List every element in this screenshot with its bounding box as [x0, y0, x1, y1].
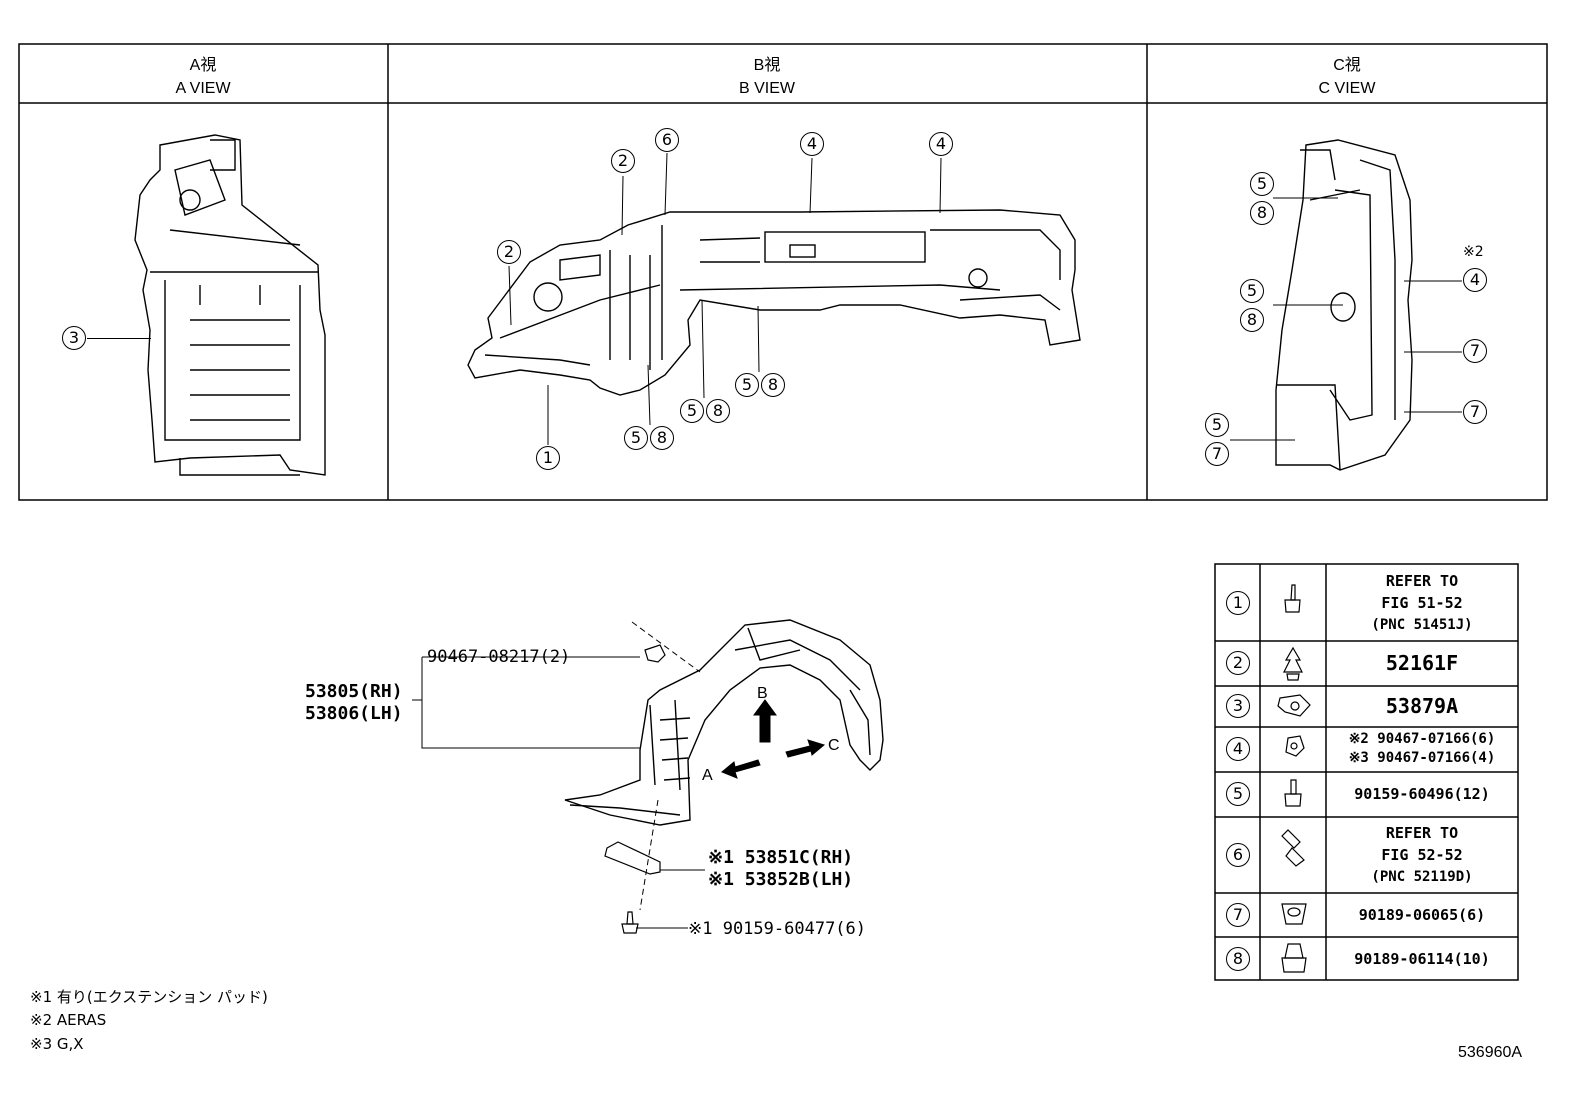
arrow-c-icon [785, 739, 826, 758]
callout-b-5-mid: 5 [680, 399, 704, 423]
grommet-icon [1281, 903, 1307, 925]
table-row-6-line-1: REFER TO [1385, 824, 1459, 842]
table-row-6-line-2: FIG 52-52 [1381, 846, 1463, 864]
table-row-1-line-3: (PNC 51451J) [1371, 617, 1473, 633]
table-row-6-line-3: (PNC 52119D) [1371, 869, 1473, 885]
table-row-2-desc: 52161F [1385, 651, 1459, 675]
bolt-icon [1284, 584, 1301, 613]
callout-c-7-lower: 7 [1463, 400, 1487, 424]
figure-id: 536960A [1458, 1044, 1522, 1061]
main-fender-liner-drawing [564, 619, 884, 826]
callout-c-5-mid: 5 [1240, 279, 1264, 303]
arrow-a-icon [721, 759, 761, 779]
callout-c-5-top: 5 [1250, 172, 1274, 196]
parts-table-grid [1214, 563, 1519, 981]
table-num-1: 1 [1226, 591, 1250, 615]
table-num-4: 4 [1226, 737, 1250, 761]
b-view-leaders [508, 152, 942, 445]
view-c-title-en: C VIEW [1319, 80, 1377, 97]
main-part-labels: 90467-08217(2) 53805(RH) 53806(LH) ※1 53… [305, 647, 866, 939]
screw-bottom-label: ※1 90159-60477(6) [688, 919, 866, 939]
push-clip-icon [1283, 646, 1303, 681]
table-row-3-desc: 53879A [1385, 694, 1459, 718]
callout-b-4-right: 4 [929, 132, 953, 156]
callout-b-8-low: 8 [650, 426, 674, 450]
screw-angled-icon [1281, 829, 1305, 867]
table-row-7-desc: 90189-06065(6) [1358, 906, 1486, 924]
footnote-2: ※2 AERAS [30, 1011, 107, 1029]
footnote-3: ※3 G,X [30, 1035, 84, 1053]
view-a-title-en: A VIEW [175, 80, 231, 97]
b-view-liner-drawing [467, 209, 1081, 396]
table-row-8-desc: 90189-06114(10) [1354, 950, 1490, 968]
main-leaders [412, 621, 705, 929]
clip-90467-08217-drawing [644, 644, 666, 663]
table-row-1-line-2: FIG 51-52 [1381, 594, 1463, 612]
callout-b-5-right: 5 [735, 373, 759, 397]
callout-c-4: 4 [1463, 268, 1487, 292]
a-view-liner-drawing [134, 134, 326, 476]
c-view-leaders [1230, 197, 1462, 441]
callout-b-8-right: 8 [761, 373, 785, 397]
direction-arrows [721, 699, 826, 779]
view-b-title-jp: B視 [754, 56, 781, 74]
view-a-title-jp: A視 [190, 56, 217, 74]
push-rivet-icon [1281, 943, 1307, 973]
arrow-b-label: B [757, 685, 768, 702]
view-b-title-en: B VIEW [739, 80, 796, 97]
table-row-4-line-2: ※3 90467-07166(4) [1348, 750, 1496, 766]
bolt-top-label: 90467-08217(2) [427, 647, 570, 667]
footnote-1: ※1 有り(エクステンション パッド) [30, 988, 268, 1006]
screw-90159-60477-drawing [621, 911, 639, 934]
table-row-4-line-1: ※2 90467-07166(6) [1348, 731, 1496, 747]
table-num-3: 3 [1226, 694, 1250, 718]
callout-c-7-low: 7 [1205, 442, 1229, 466]
table-row-1-line-1: REFER TO [1385, 572, 1459, 590]
arrow-b-icon [753, 699, 777, 743]
part-rh-label: 53805(RH) [305, 681, 403, 702]
table-num-8: 8 [1226, 947, 1250, 971]
view-c-title-jp: C視 [1333, 56, 1361, 74]
pad-rh-label: ※1 53851C(RH) [708, 847, 853, 868]
table-row-4-desc: ※2 90467-07166(6) ※3 90467-07166(4) [1326, 730, 1518, 768]
nut-clip-icon [1285, 735, 1305, 757]
table-num-5: 5 [1226, 782, 1250, 806]
callout-b-5-low: 5 [624, 426, 648, 450]
arrow-c-label: C [828, 737, 840, 754]
extension-pad-drawing [604, 841, 661, 875]
table-num-2: 2 [1226, 651, 1250, 675]
retainer-clip-icon [1277, 694, 1311, 717]
callout-b-8-mid: 8 [706, 399, 730, 423]
a-view-leader [87, 338, 151, 339]
c-view-note-mark: ※2 [1463, 244, 1484, 260]
parts-table-icons [1277, 584, 1311, 973]
table-num-6: 6 [1226, 843, 1250, 867]
c-view-liner-drawing [1275, 139, 1413, 471]
table-row-1-desc: REFER TO FIG 51-52 (PNC 51451J) [1326, 570, 1518, 636]
callout-c-8-mid: 8 [1240, 308, 1264, 332]
callout-c-5-low: 5 [1205, 413, 1229, 437]
table-row-6-desc: REFER TO FIG 52-52 (PNC 52119D) [1326, 822, 1518, 888]
callout-b-1: 1 [536, 446, 560, 470]
part-lh-label: 53806(LH) [305, 703, 403, 724]
callout-a-3: 3 [62, 326, 86, 350]
callout-c-8-top: 8 [1250, 201, 1274, 225]
callout-b-2-top: 2 [611, 149, 635, 173]
callout-c-7-upper: 7 [1463, 339, 1487, 363]
callout-b-4-left: 4 [800, 132, 824, 156]
view-headers: A視 A VIEW B視 B VIEW C視 C VIEW [175, 56, 1376, 97]
arrow-labels: B A C [702, 685, 840, 784]
table-num-7: 7 [1226, 903, 1250, 927]
arrow-a-label: A [702, 767, 713, 784]
views-frame [18, 43, 1548, 501]
screw-icon [1284, 779, 1302, 807]
table-row-5-desc: 90159-60496(12) [1354, 785, 1490, 803]
pad-lh-label: ※1 53852B(LH) [708, 869, 853, 890]
callout-b-2-left: 2 [497, 240, 521, 264]
callout-b-6: 6 [655, 128, 679, 152]
